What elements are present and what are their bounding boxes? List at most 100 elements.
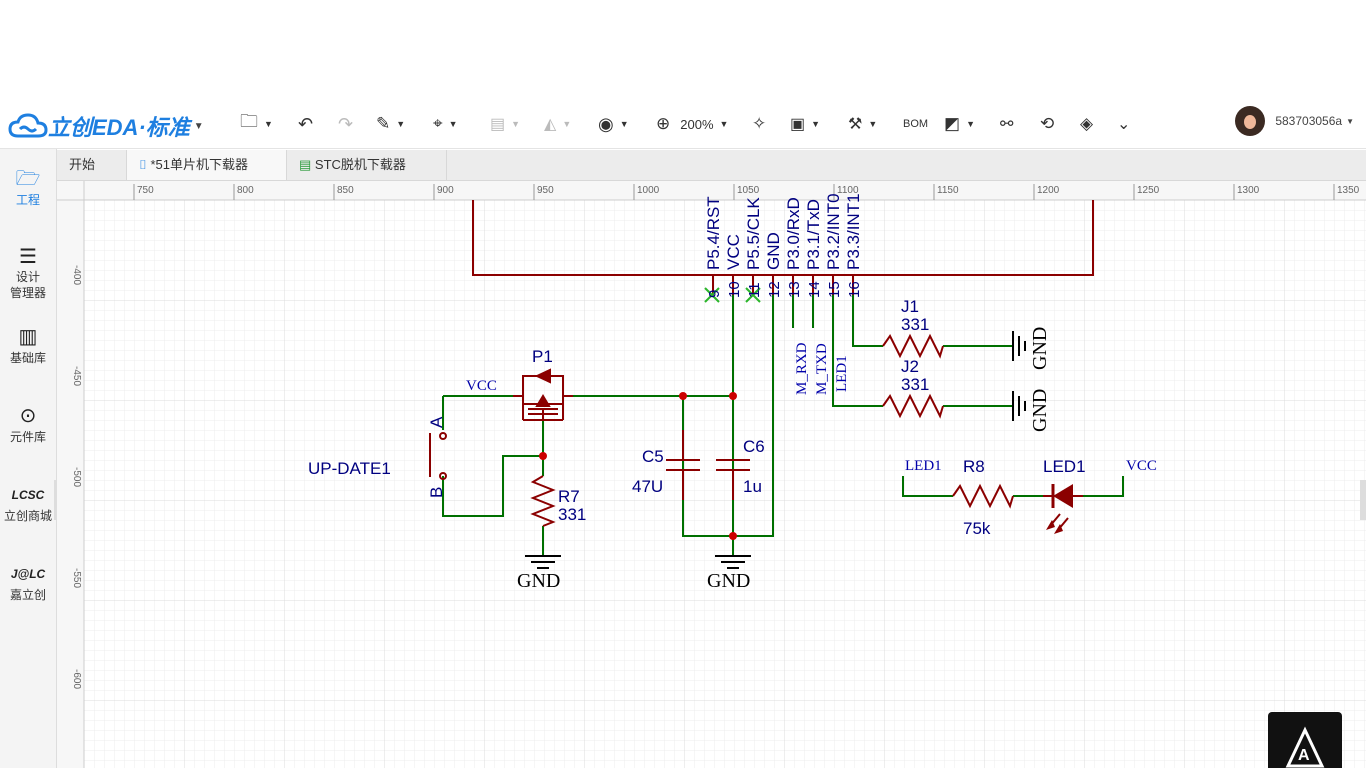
sidebar-item-label: 嘉立创 — [9, 588, 46, 602]
c6-capacitor[interactable] — [716, 459, 750, 500]
mcu-pin-number: 11 — [746, 282, 763, 298]
assistant-badge[interactable]: A — [1268, 712, 1342, 768]
tab-51-downloader[interactable]: ⌷ *51单片机下载器 — [127, 150, 287, 180]
mirror-icon: ◭ — [544, 116, 557, 133]
settings-panel-icon: ▣ — [790, 116, 806, 133]
chevron-down-icon: ▼ — [193, 120, 204, 132]
chevron-down-icon: ▼ — [448, 119, 458, 129]
lcsc-icon: LCSC — [11, 488, 45, 502]
history-button[interactable]: ⟲ — [1040, 112, 1054, 136]
zoom-in-icon: ⊕ — [656, 114, 671, 133]
mcu-pin-label: P3.1/TxD — [804, 199, 823, 270]
sidebar-item-basic-library[interactable]: ▥ 基础库 — [0, 325, 56, 366]
ruler-label: 1050 — [737, 185, 760, 196]
c5-capacitor[interactable] — [666, 430, 700, 500]
zoom-button[interactable]: ⊕200%▼ — [656, 112, 728, 136]
ruler-label: 950 — [537, 185, 554, 196]
bom-button[interactable]: BOM — [903, 112, 928, 136]
app-logo[interactable]: 立创EDA·标准 ▼ — [8, 110, 204, 142]
redo-button[interactable]: ↷ — [338, 112, 353, 136]
draw-menu-button[interactable]: ✎▼ — [376, 112, 405, 136]
layers-button[interactable]: ◈ — [1080, 112, 1093, 136]
net-label-led1[interactable]: LED1 — [834, 355, 850, 392]
folder-icon: 🗀 — [240, 111, 258, 131]
r7-resistor[interactable] — [530, 475, 556, 527]
sidebar-item-label: 立创商城 — [3, 509, 52, 523]
eye-icon: ◉ — [598, 113, 614, 134]
select-button[interactable]: ✧ — [752, 112, 766, 136]
mcu-pin-number: 16 — [846, 281, 863, 298]
mcu-body[interactable] — [472, 200, 1094, 276]
ruler-label: 1300 — [1237, 185, 1260, 196]
gnd-label-j2: GND — [1029, 389, 1051, 432]
gnd-symbol-j2[interactable] — [1012, 391, 1026, 421]
net-label-m-rxd[interactable]: M_RXD — [794, 342, 810, 395]
list-icon: ☰ — [19, 246, 37, 268]
vcc-label-right[interactable]: VCC — [1126, 458, 1157, 474]
sidebar-item-label: 工程 — [15, 193, 40, 207]
contrast-icon: ◩ — [944, 114, 961, 133]
no-connect-markers — [704, 287, 761, 303]
ruler-label: 1350 — [1337, 185, 1360, 196]
gnd-label-left: GND — [517, 570, 560, 592]
r7-name: R7 — [558, 487, 580, 506]
vcc-label-left[interactable]: VCC — [466, 378, 497, 394]
led1-diode[interactable] — [1043, 484, 1083, 534]
j1-value: 331 — [901, 315, 929, 334]
ruler-label: 1000 — [637, 185, 660, 196]
user-menu[interactable]: 583703056a ▼ — [1235, 106, 1354, 136]
chevron-down-icon: ▼ — [619, 119, 629, 129]
align-menu-button[interactable]: ▤▼ — [490, 112, 520, 136]
net-label-m-txd[interactable]: M_TXD — [814, 343, 830, 395]
mcu-pin-label: P5.4/RST — [704, 196, 723, 270]
right-panel-collapse-handle[interactable] — [1360, 480, 1366, 520]
gnd-symbol-left[interactable] — [525, 555, 561, 569]
view-menu-button[interactable]: ◉▼ — [598, 112, 629, 136]
more-button[interactable]: ⌄ — [1117, 112, 1130, 136]
undo-button[interactable]: ↶ — [298, 112, 313, 136]
tab-start[interactable]: 开始 — [57, 150, 127, 180]
mcu-pin-number: 9 — [706, 290, 723, 298]
sidebar-item-project[interactable]: 🗁 工程 — [0, 167, 56, 208]
mcu-pin-label: P5.5/CLK — [744, 197, 763, 270]
ruler-label: 800 — [237, 185, 254, 196]
switch-pin-a: A — [427, 416, 446, 428]
transform-menu-button[interactable]: ◭▼ — [544, 112, 571, 136]
mcu-pin-label: GND — [764, 232, 783, 270]
gnd-label-middle: GND — [707, 570, 750, 592]
ruler-label: 850 — [337, 185, 354, 196]
r8-resistor[interactable] — [952, 483, 1014, 509]
mcu-pin-label: P3.3/INT1 — [844, 193, 863, 270]
sidebar-item-lcsc-store[interactable]: LCSC 立创商城 — [0, 483, 56, 524]
sidebar-item-jlc[interactable]: J@LC 嘉立创 — [0, 562, 56, 603]
share-button[interactable]: ⚯ — [1000, 112, 1013, 136]
design-menu-button[interactable]: ▣▼ — [790, 112, 820, 136]
theme-menu-button[interactable]: ◩▼ — [944, 112, 975, 136]
j1-resistor[interactable] — [882, 333, 944, 359]
ruler-label: -400 — [71, 265, 82, 285]
r7-value: 331 — [558, 505, 586, 524]
gnd-symbol-middle[interactable] — [715, 555, 751, 569]
tools-menu-button[interactable]: ⚒▼ — [848, 112, 877, 136]
net-label-led1-right[interactable]: LED1 — [905, 458, 942, 474]
ruler-label: 900 — [437, 185, 454, 196]
update-switch[interactable] — [429, 432, 447, 480]
place-menu-button[interactable]: ⌖▼ — [433, 112, 458, 136]
p1-mosfet[interactable] — [513, 368, 573, 421]
file-menu-button[interactable]: 🗀▼ — [240, 111, 273, 136]
chevron-down-icon: ▼ — [719, 119, 729, 129]
sidebar-item-design-manager[interactable]: ☰ 设计管理器 — [0, 245, 56, 301]
c6-name: C6 — [743, 437, 765, 456]
cloud-logo-icon — [8, 113, 48, 138]
mcu-pin-number: 13 — [786, 281, 803, 298]
gnd-symbol-j1[interactable] — [1012, 331, 1026, 361]
location-pin-icon: ⌖ — [433, 114, 443, 133]
j2-resistor[interactable] — [882, 393, 944, 419]
sidebar-item-label: 元件库 — [9, 430, 46, 444]
ruler-label: 1200 — [1037, 185, 1060, 196]
tab-label: 开始 — [69, 157, 96, 172]
tab-stc-offline-downloader[interactable]: ▤ STC脱机下载器 — [287, 150, 447, 180]
sidebar-item-component-library[interactable]: ⊙ 元件库 — [0, 404, 56, 445]
ruler-label: 1100 — [837, 185, 859, 196]
